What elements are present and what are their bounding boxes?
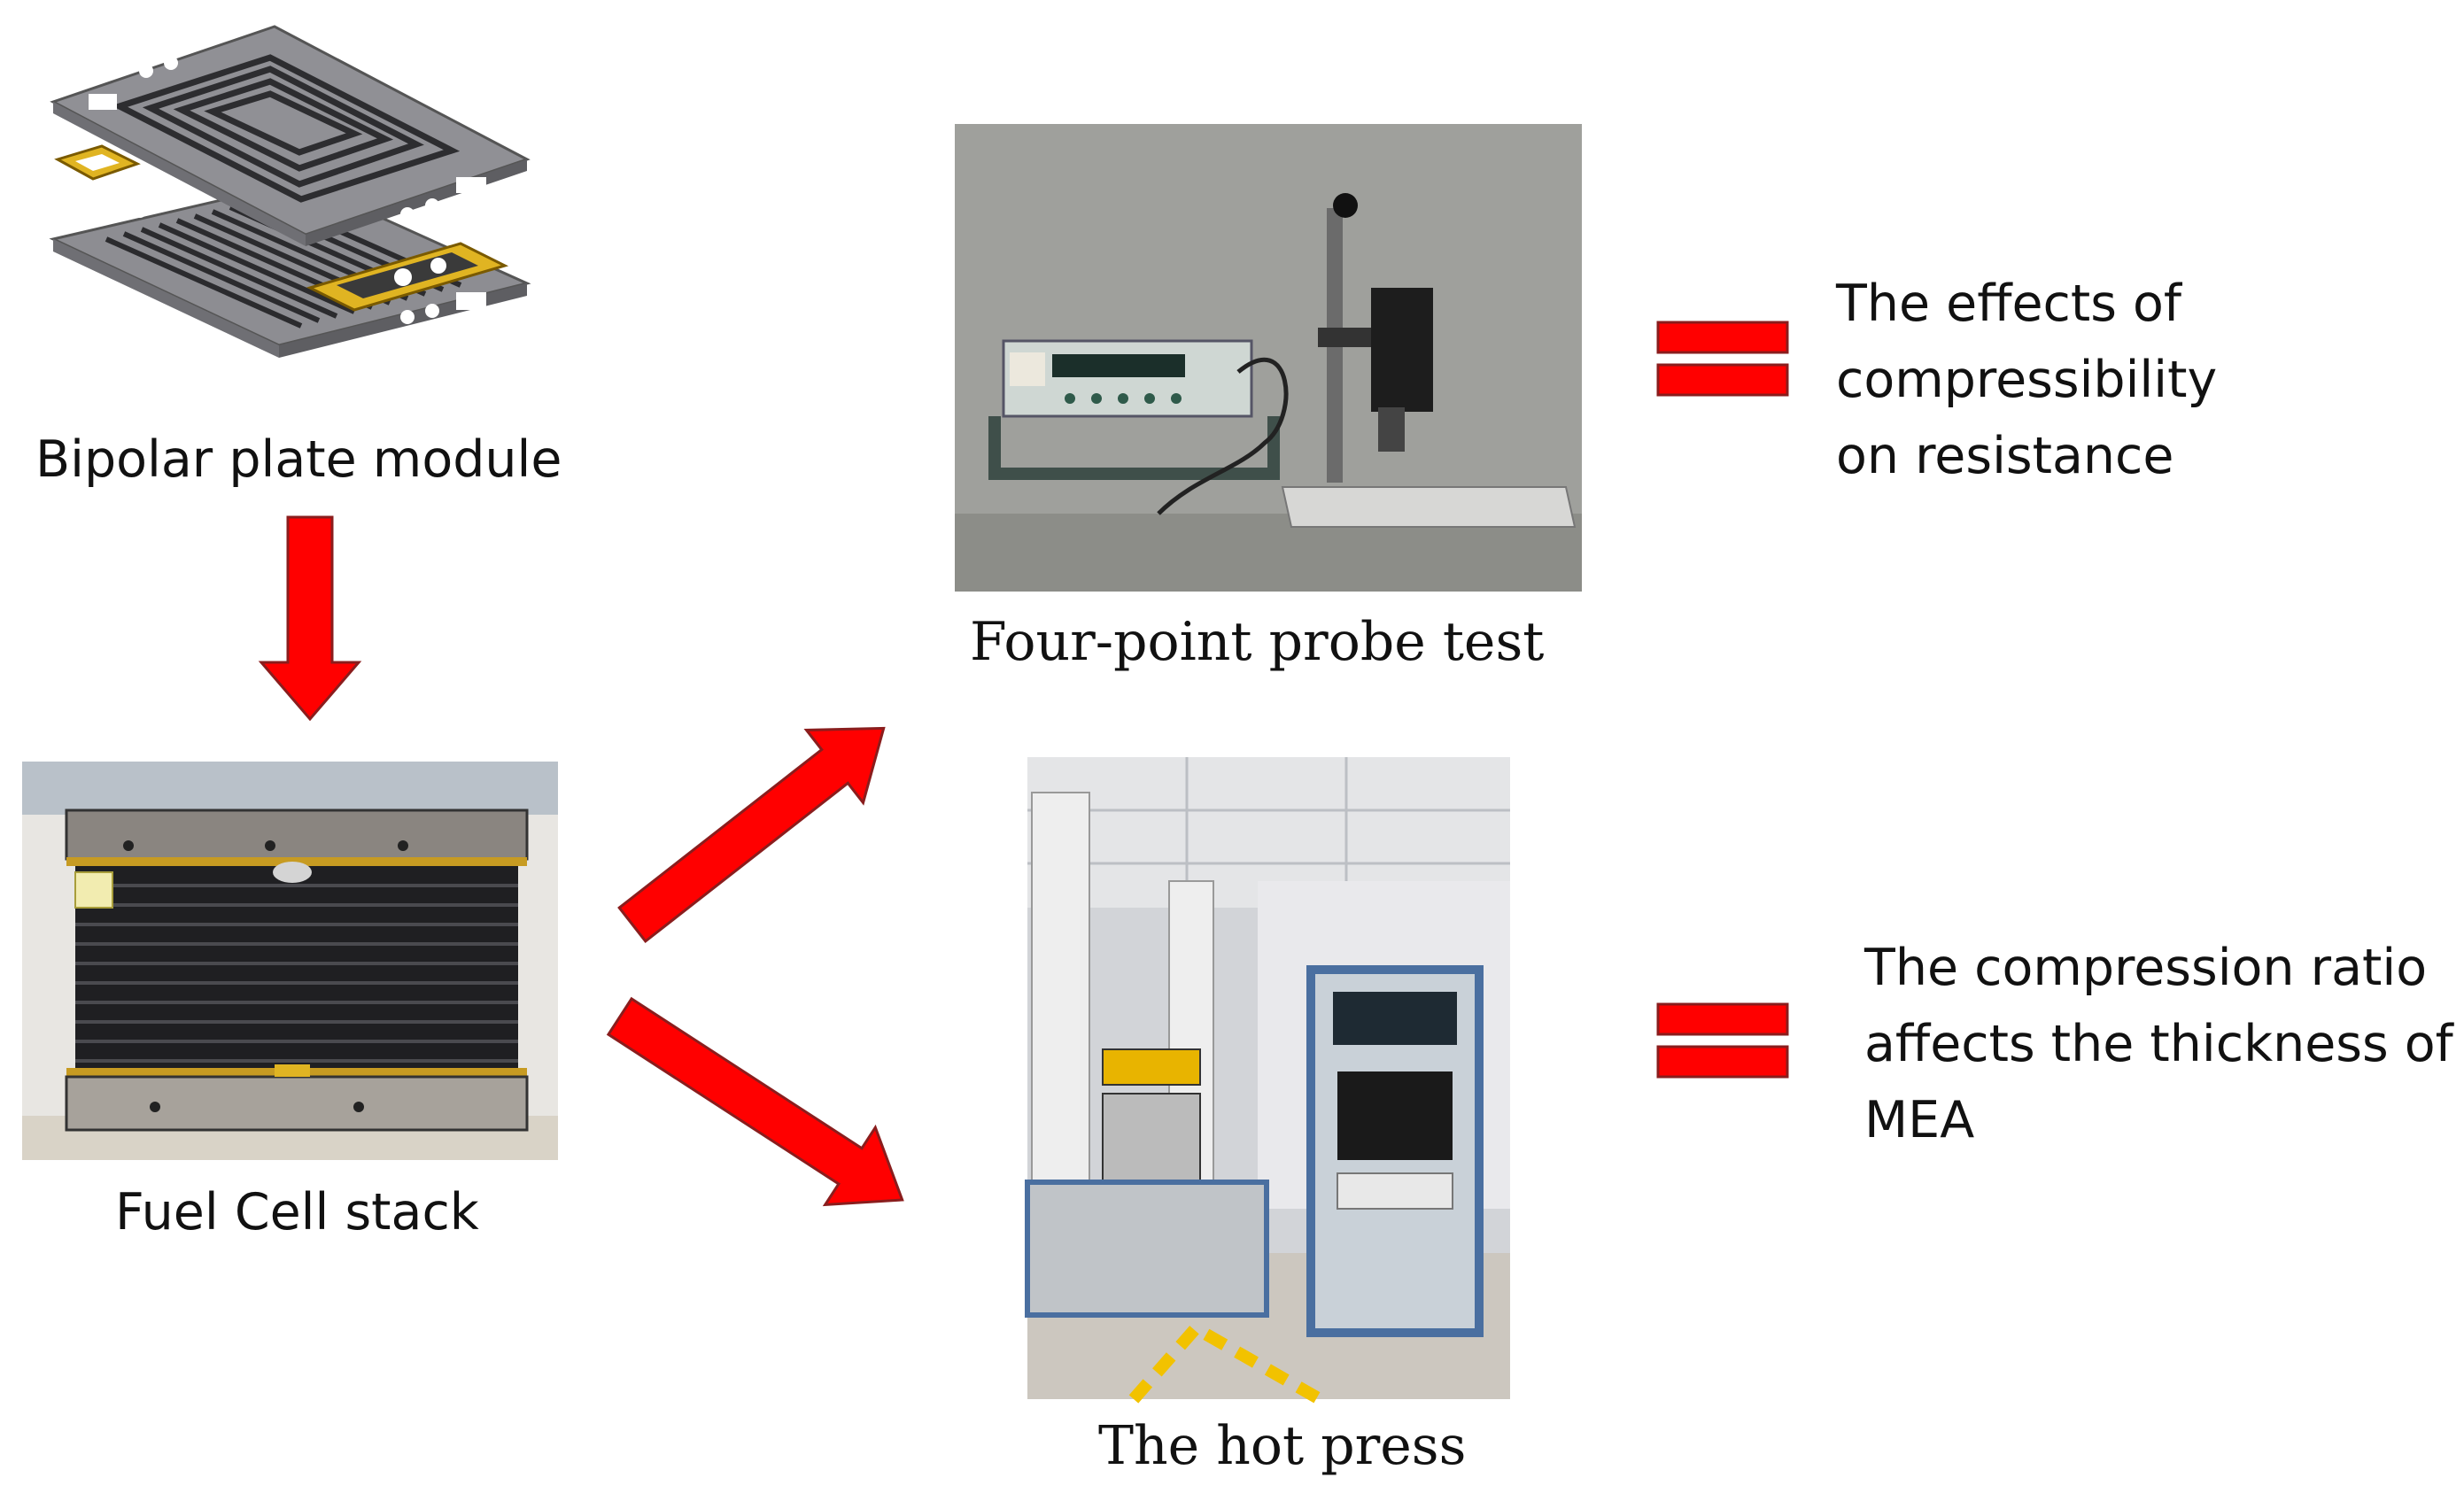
probe-result-line-2: compressibility: [1836, 351, 2218, 409]
down-arrow: [258, 515, 362, 722]
fuel-cell-stack-photo: [22, 762, 558, 1160]
press-result-line-3: MEA: [1864, 1091, 1975, 1149]
fuel-cell-label: Fuel Cell stack: [115, 1183, 479, 1242]
press-result-line-1: The compression ratio: [1864, 939, 2428, 997]
probe-result-line-3: on resistance: [1836, 427, 2174, 485]
top-plate: [50, 25, 531, 246]
hot-press-photo: [1025, 757, 1510, 1405]
bipolar-plate-label: Bipolar plate module: [35, 430, 562, 489]
hot-press-label: The hot press: [1098, 1415, 1467, 1477]
equals-sign-press: [1656, 1002, 1789, 1079]
four-point-probe-photo: [955, 124, 1582, 592]
four-point-probe-label: Four-point probe test: [970, 611, 1545, 673]
arrow-to-hot-press: [606, 996, 904, 1207]
gasket-frames: [54, 144, 509, 312]
arrow-to-four-point: [617, 726, 886, 944]
press-result-line-2: affects the thickness of: [1864, 1015, 2453, 1073]
press-result-text: The compression ratio affects the thickn…: [1864, 930, 2453, 1158]
probe-result-text: The effects of compressibility on resist…: [1836, 266, 2217, 494]
bipolar-plate-illustration: [49, 25, 531, 358]
equals-sign-probe: [1656, 321, 1789, 397]
probe-result-line-1: The effects of: [1836, 275, 2181, 333]
